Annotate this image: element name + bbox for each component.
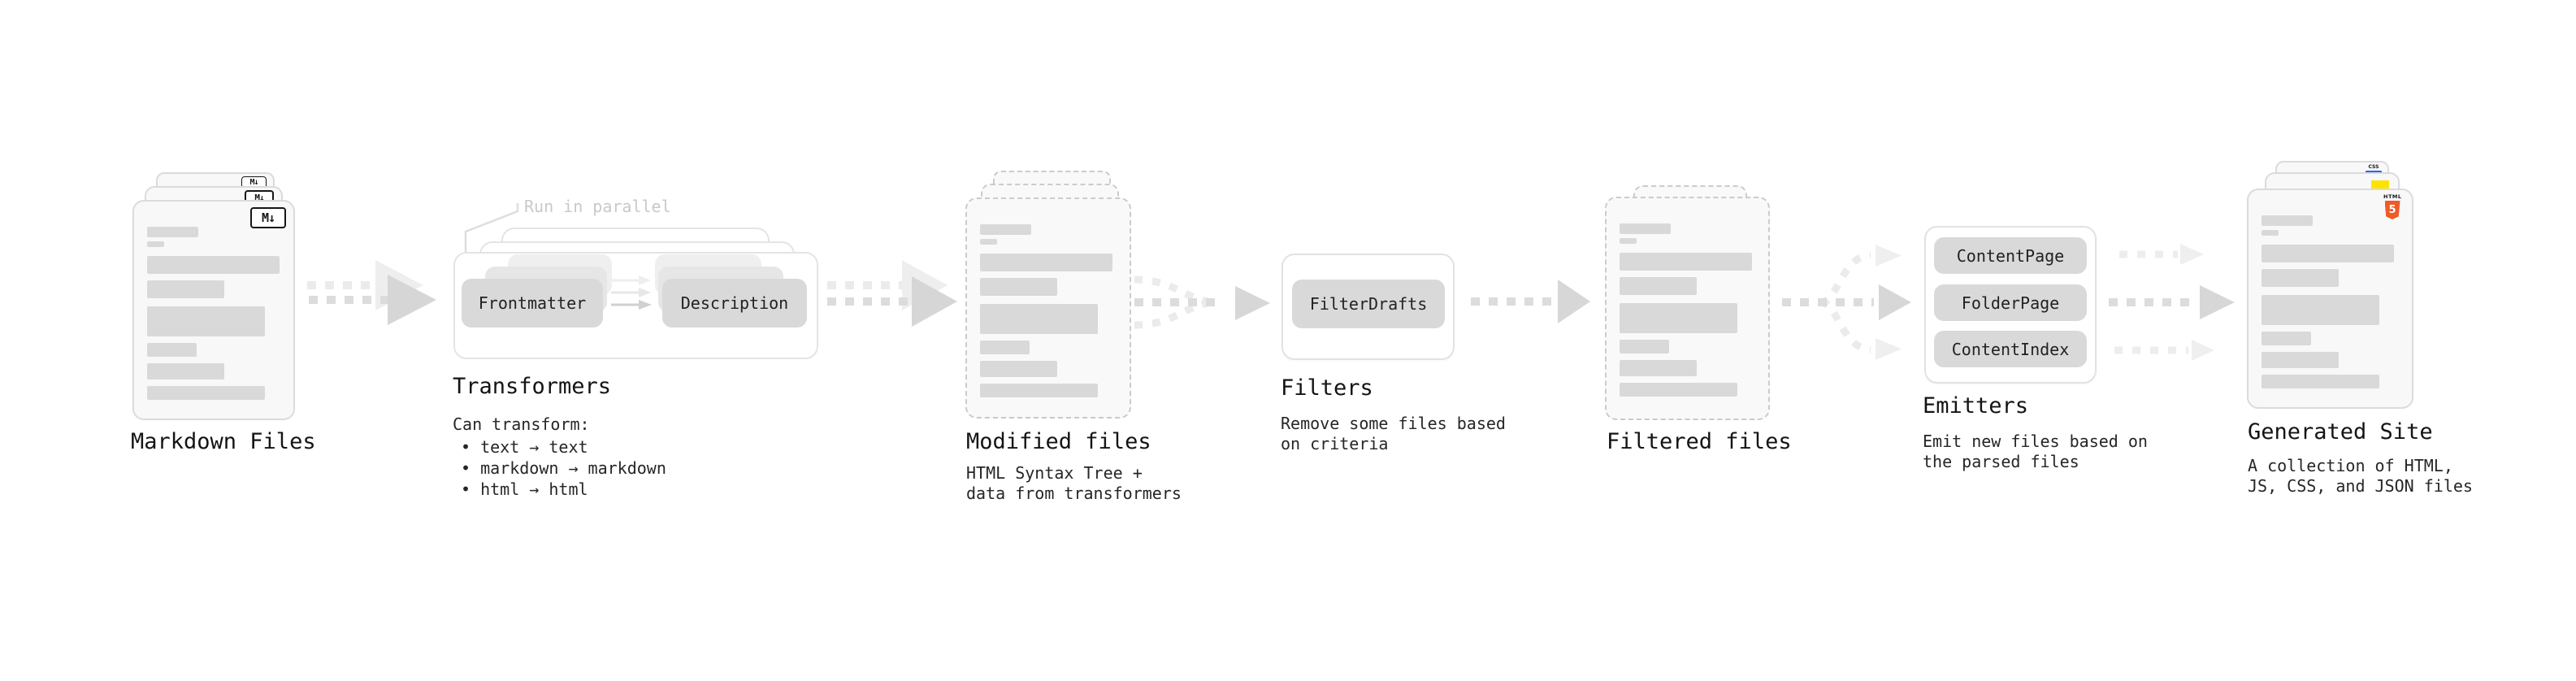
text-line-placeholder: [2262, 375, 2379, 388]
transformers-desc-heading: Can transform:: [453, 414, 590, 434]
stage-label-transformers: Transformers: [453, 374, 612, 399]
markdown-file-card-front: M↓: [132, 200, 295, 420]
transformers-bullet-list: text → text markdown → markdown html → h…: [461, 436, 666, 500]
frontmatter-pill: Frontmatter: [462, 279, 603, 327]
text-line-placeholder: [980, 361, 1057, 377]
flow-arrow-modified-to-filters-merge: [1134, 275, 1270, 329]
text-line-placeholder: [1620, 238, 1637, 244]
stage-label-filtered-files: Filtered files: [1607, 429, 1792, 454]
text-line-placeholder: [1620, 383, 1737, 397]
stage-label-generated-site: Generated Site: [2248, 419, 2433, 445]
text-line-placeholder: [2262, 352, 2339, 368]
filtered-file-card-front: [1605, 197, 1770, 420]
folderpage-pill: FolderPage: [1934, 284, 2087, 321]
run-in-parallel-label: Run in parallel: [524, 197, 671, 216]
text-line-placeholder: [1620, 303, 1737, 333]
flow-arrow-markdown-to-transformers: [307, 260, 436, 325]
generated-site-desc: A collection of HTML, JS, CSS, and JSON …: [2248, 456, 2473, 497]
text-line-placeholder: [147, 280, 224, 298]
text-line-placeholder: [1620, 360, 1697, 376]
filterdrafts-pill: FilterDrafts: [1292, 280, 1445, 328]
desc-line: HTML Syntax Tree +: [966, 463, 1143, 483]
html5-icon: HTML 5: [2383, 194, 2401, 219]
document-text-placeholder: [2249, 190, 2412, 407]
stage-label-filters: Filters: [1281, 375, 1373, 401]
desc-line: Emit new files based on: [1923, 432, 2148, 451]
text-line-placeholder: [147, 241, 164, 247]
text-line-placeholder: [980, 278, 1057, 296]
text-line-placeholder: [2262, 230, 2279, 236]
transform-step-arrows: [611, 275, 652, 310]
flow-arrows-emitters-to-generated: [2109, 244, 2235, 361]
bullet-item: text → text: [461, 436, 666, 458]
desc-line: JS, CSS, and JSON files: [2248, 476, 2473, 496]
javascript-icon: [2371, 180, 2389, 189]
text-line-placeholder: [147, 256, 280, 274]
text-line-placeholder: [980, 254, 1112, 271]
text-line-placeholder: [2262, 245, 2394, 262]
bullet-item: markdown → markdown: [461, 458, 666, 479]
desc-line: A collection of HTML,: [2248, 456, 2453, 475]
text-line-placeholder: [2262, 215, 2313, 226]
modified-file-card-front: [965, 197, 1131, 419]
stage-label-modified-files: Modified files: [966, 429, 1151, 454]
text-line-placeholder: [980, 224, 1031, 235]
desc-line: data from transformers: [966, 484, 1182, 503]
text-line-placeholder: [147, 227, 198, 237]
stage-label-emitters: Emitters: [1923, 393, 2029, 419]
document-text-placeholder: [134, 202, 293, 419]
text-line-placeholder: [147, 306, 265, 336]
document-text-placeholder: [1607, 198, 1768, 419]
text-line-placeholder: [2262, 269, 2339, 287]
text-line-placeholder: [147, 386, 265, 400]
contentindex-pill: ContentIndex: [1934, 331, 2087, 367]
generated-file-card-front: HTML 5: [2247, 189, 2413, 409]
description-pill: Description: [662, 279, 807, 327]
css3-icon: CSS: [2366, 165, 2382, 173]
contentpage-pill: ContentPage: [1934, 237, 2087, 274]
filters-desc: Remove some files based on criteria: [1281, 414, 1506, 454]
text-line-placeholder: [147, 343, 197, 357]
text-line-placeholder: [1620, 277, 1697, 295]
desc-line: the parsed files: [1923, 452, 2079, 471]
document-text-placeholder: [967, 199, 1130, 417]
callout-line: [464, 203, 519, 252]
text-line-placeholder: [980, 304, 1098, 334]
text-line-placeholder: [980, 239, 997, 245]
desc-line: on criteria: [1281, 434, 1389, 453]
emitters-desc: Emit new files based on the parsed files: [1923, 432, 2148, 472]
flow-arrow-filters-to-filtered: [1471, 280, 1590, 323]
desc-line: Remove some files based: [1281, 414, 1506, 433]
bullet-item: html → html: [461, 479, 666, 500]
text-line-placeholder: [147, 363, 224, 380]
text-line-placeholder: [1620, 253, 1752, 271]
text-line-placeholder: [1620, 223, 1671, 234]
markdown-icon: M↓: [250, 207, 286, 228]
modified-files-desc: HTML Syntax Tree + data from transformer…: [966, 463, 1182, 504]
flow-arrow-transformers-to-modified: [827, 260, 957, 327]
text-line-placeholder: [980, 340, 1030, 354]
text-line-placeholder: [1620, 340, 1669, 354]
text-line-placeholder: [2262, 295, 2379, 325]
text-line-placeholder: [980, 384, 1098, 397]
text-line-placeholder: [2262, 332, 2311, 345]
stage-label-markdown-files: Markdown Files: [131, 429, 316, 454]
flow-arrow-filtered-to-emitters-split: [1782, 245, 1911, 360]
